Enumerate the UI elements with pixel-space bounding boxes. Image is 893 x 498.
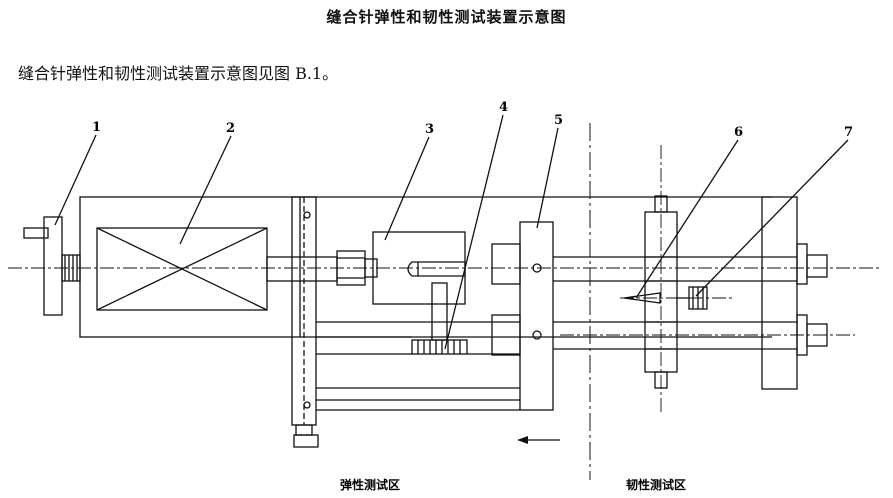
callout-7: 7 <box>844 125 853 140</box>
elastic-zone-label: 弹性测试区 <box>340 477 400 492</box>
callout-5: 5 <box>554 113 563 128</box>
direction-arrow <box>517 436 560 444</box>
moving-carriage <box>519 221 554 411</box>
callout-1: 1 <box>92 120 101 135</box>
callout-3: 3 <box>425 122 434 137</box>
figure-title: 缝合针弹性和韧性测试装置示意图 <box>326 8 567 26</box>
callout-2: 2 <box>226 121 235 136</box>
toughness-zone-label: 韧性测试区 <box>626 477 686 492</box>
callout-4: 4 <box>499 100 508 115</box>
gear-assembly <box>411 282 468 355</box>
left-slide-column <box>291 196 319 448</box>
handwheel <box>23 216 81 316</box>
callout-6: 6 <box>734 125 743 140</box>
intro-text: 缝合针弹性和韧性测试装置示意图见图 B.1。 <box>18 64 339 83</box>
